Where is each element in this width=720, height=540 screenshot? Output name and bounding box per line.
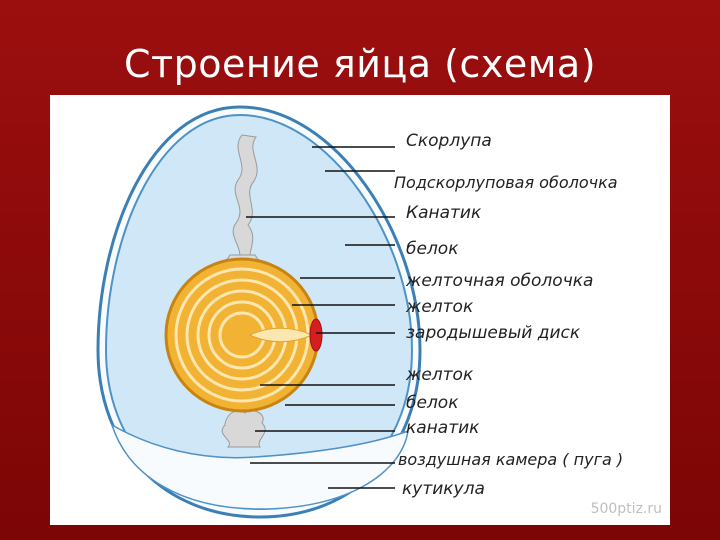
chalaza-bottom	[221, 410, 266, 448]
label-yolk-membrane: желточная оболочка	[406, 271, 594, 291]
label-air-cell: воздушная камера ( пуга )	[398, 450, 624, 469]
label-albumen-bottom: белок	[406, 393, 459, 413]
egg-illustration	[96, 105, 422, 519]
label-shell: Скорлупа	[406, 131, 492, 151]
slide-title: Строение яйца (схема)	[123, 42, 597, 86]
watermark: 500ptiz.ru	[590, 501, 662, 517]
egg-diagram-svg	[96, 105, 422, 519]
label-shell-membrane: Подскорлуповая оболочка	[394, 173, 618, 192]
label-chalaza-top: Канатик	[406, 203, 482, 223]
label-albumen-top: белок	[406, 239, 459, 259]
label-yolk-bottom: желток	[406, 365, 474, 385]
leader-lines	[246, 146, 395, 489]
germinal-disc	[309, 318, 323, 352]
egg-diagram: Скорлупа Подскорлуповая оболочка Канатик…	[50, 95, 670, 525]
label-germinal-disc: зародышевый диск	[406, 323, 581, 343]
label-cuticle: кутикула	[402, 479, 485, 499]
label-yolk-top: желток	[406, 297, 474, 317]
label-chalaza-bottom: канатик	[406, 418, 480, 438]
